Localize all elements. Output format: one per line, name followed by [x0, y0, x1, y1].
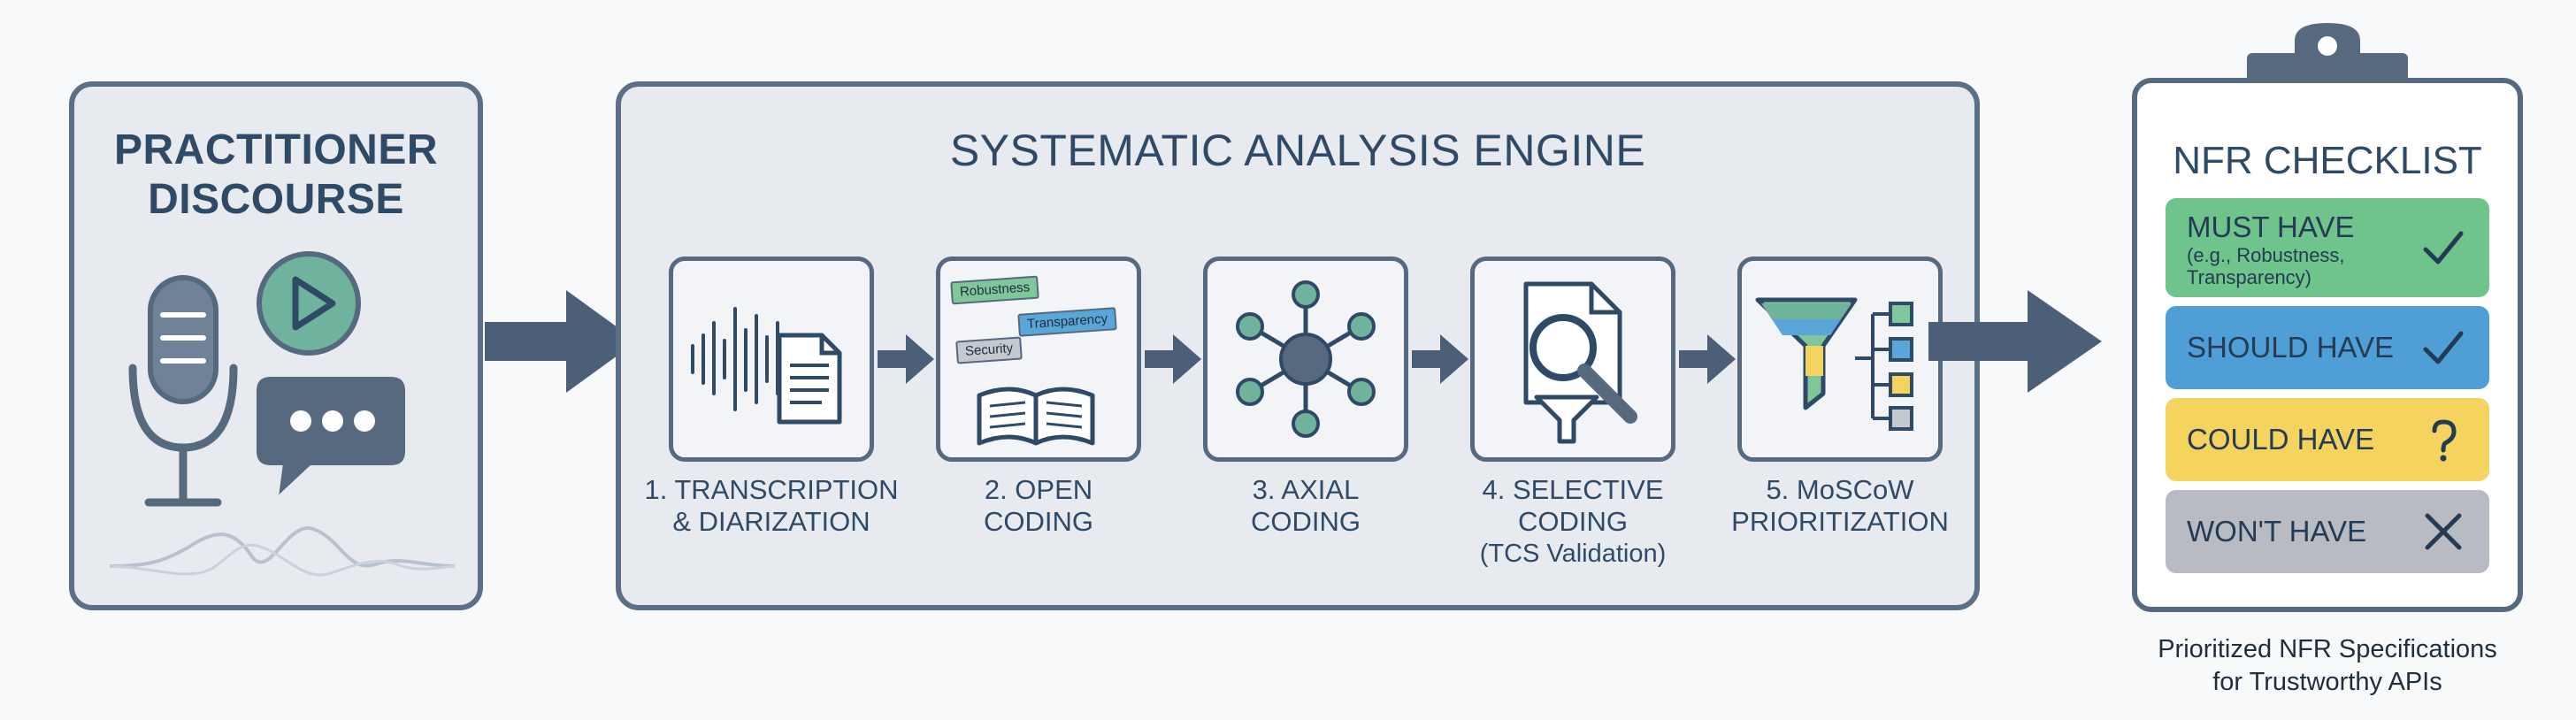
- step-1-label: 1. TRANSCRIPTION & DIARIZATION: [639, 474, 904, 538]
- step-2-line-2: CODING: [984, 506, 1093, 537]
- check-icon: [2423, 231, 2464, 264]
- step-moscow-box: [1737, 257, 1943, 462]
- step-5-label: 5. MoSCoW PRIORITIZATION: [1707, 474, 1973, 538]
- step-open-coding-box: Robustness Transparency Security: [936, 257, 1141, 462]
- practitioner-discourse-title: PRACTITIONER DISCOURSE: [74, 126, 478, 225]
- step-2-line-1: 2. OPEN: [984, 474, 1093, 505]
- chat-bubble-icon: [257, 377, 405, 495]
- practitioner-discourse-panel: PRACTITIONER DISCOURSE: [69, 81, 483, 610]
- network-icon: [1236, 280, 1376, 438]
- title-line-2: DISCOURSE: [148, 176, 404, 223]
- caption-line-2: for Trustworthy APIs: [2212, 668, 2442, 696]
- nfr-example-line-2: Transparency): [2187, 266, 2312, 288]
- nfr-row-could-have: COULD HAVE: [2166, 398, 2489, 481]
- nfr-checklist-title: NFR CHECKLIST: [2173, 139, 2482, 182]
- caption-line-1: Prioritized NFR Specifications: [2158, 635, 2497, 663]
- nfr-label-must-have: MUST HAVE: [2187, 211, 2355, 243]
- step-axial-coding-box: [1203, 257, 1408, 462]
- step-3-line-2: CODING: [1251, 506, 1361, 537]
- flow-arrow-icon: [1928, 290, 2102, 393]
- step-arrow-icon: [1145, 334, 1201, 384]
- output-caption: Prioritized NFR Specifications for Trust…: [2105, 633, 2549, 699]
- waveform-document-icon: [691, 307, 842, 425]
- nfr-row-should-have: SHOULD HAVE: [2166, 306, 2489, 389]
- nfr-label-wont-have: WON'T HAVE: [2187, 515, 2367, 548]
- check-icon: [2423, 331, 2464, 364]
- nfr-row-wont-have: WON'T HAVE: [2166, 490, 2489, 573]
- analysis-engine-panel: SYSTEMATIC ANALYSIS ENGINE: [616, 81, 1980, 610]
- cross-icon: [2425, 513, 2462, 550]
- step-5-line-1: 5. MoSCoW: [1766, 474, 1914, 505]
- step-4-line-2: CODING: [1518, 506, 1628, 537]
- tagged-book-icon: [977, 387, 1095, 446]
- step-4-line-1: 4. SELECTIVE: [1482, 474, 1664, 505]
- step-arrow-icon: [1679, 334, 1736, 384]
- analysis-engine-title: SYSTEMATIC ANALYSIS ENGINE: [949, 126, 1646, 175]
- step-arrow-icon: [1412, 334, 1468, 384]
- microphone-icon: [128, 275, 238, 507]
- step-3-line-1: 3. AXIAL: [1252, 474, 1360, 505]
- question-icon: [2432, 419, 2457, 462]
- nfr-label-should-have: SHOULD HAVE: [2187, 331, 2395, 364]
- nfr-example-line-1: (e.g., Robustness,: [2187, 244, 2345, 266]
- step-transcription-box: [669, 257, 874, 462]
- step-1-line-1: 1. TRANSCRIPTION: [644, 474, 899, 505]
- nfr-row-must-have: MUST HAVE (e.g., Robustness, Transparenc…: [2166, 198, 2489, 297]
- step-2-label: 2. OPEN CODING: [906, 474, 1171, 538]
- step-5-line-2: PRIORITIZATION: [1731, 506, 1949, 537]
- play-icon: [257, 251, 361, 356]
- step-3-label: 3. AXIAL CODING: [1173, 474, 1438, 538]
- step-4-line-3: (TCS Validation): [1479, 540, 1667, 568]
- step-arrow-icon: [878, 334, 934, 384]
- title-line-1: PRACTITIONER: [114, 126, 438, 173]
- flow-arrow-icon: [485, 290, 637, 393]
- nfr-label-could-have: COULD HAVE: [2187, 423, 2375, 456]
- step-1-line-2: & DIARIZATION: [672, 506, 870, 537]
- step-selective-coding-box: [1470, 257, 1675, 462]
- document-search-funnel-icon: [1523, 281, 1637, 444]
- funnel-categories-icon: [1755, 297, 1913, 431]
- tag-security: Security: [955, 336, 1024, 364]
- nfr-checklist-clipboard: NFR CHECKLIST MUST HAVE (e.g., Robustnes…: [2132, 78, 2523, 612]
- step-4-label: 4. SELECTIVE CODING (TCS Validation): [1440, 474, 1706, 570]
- sound-wave-icon: [110, 526, 455, 577]
